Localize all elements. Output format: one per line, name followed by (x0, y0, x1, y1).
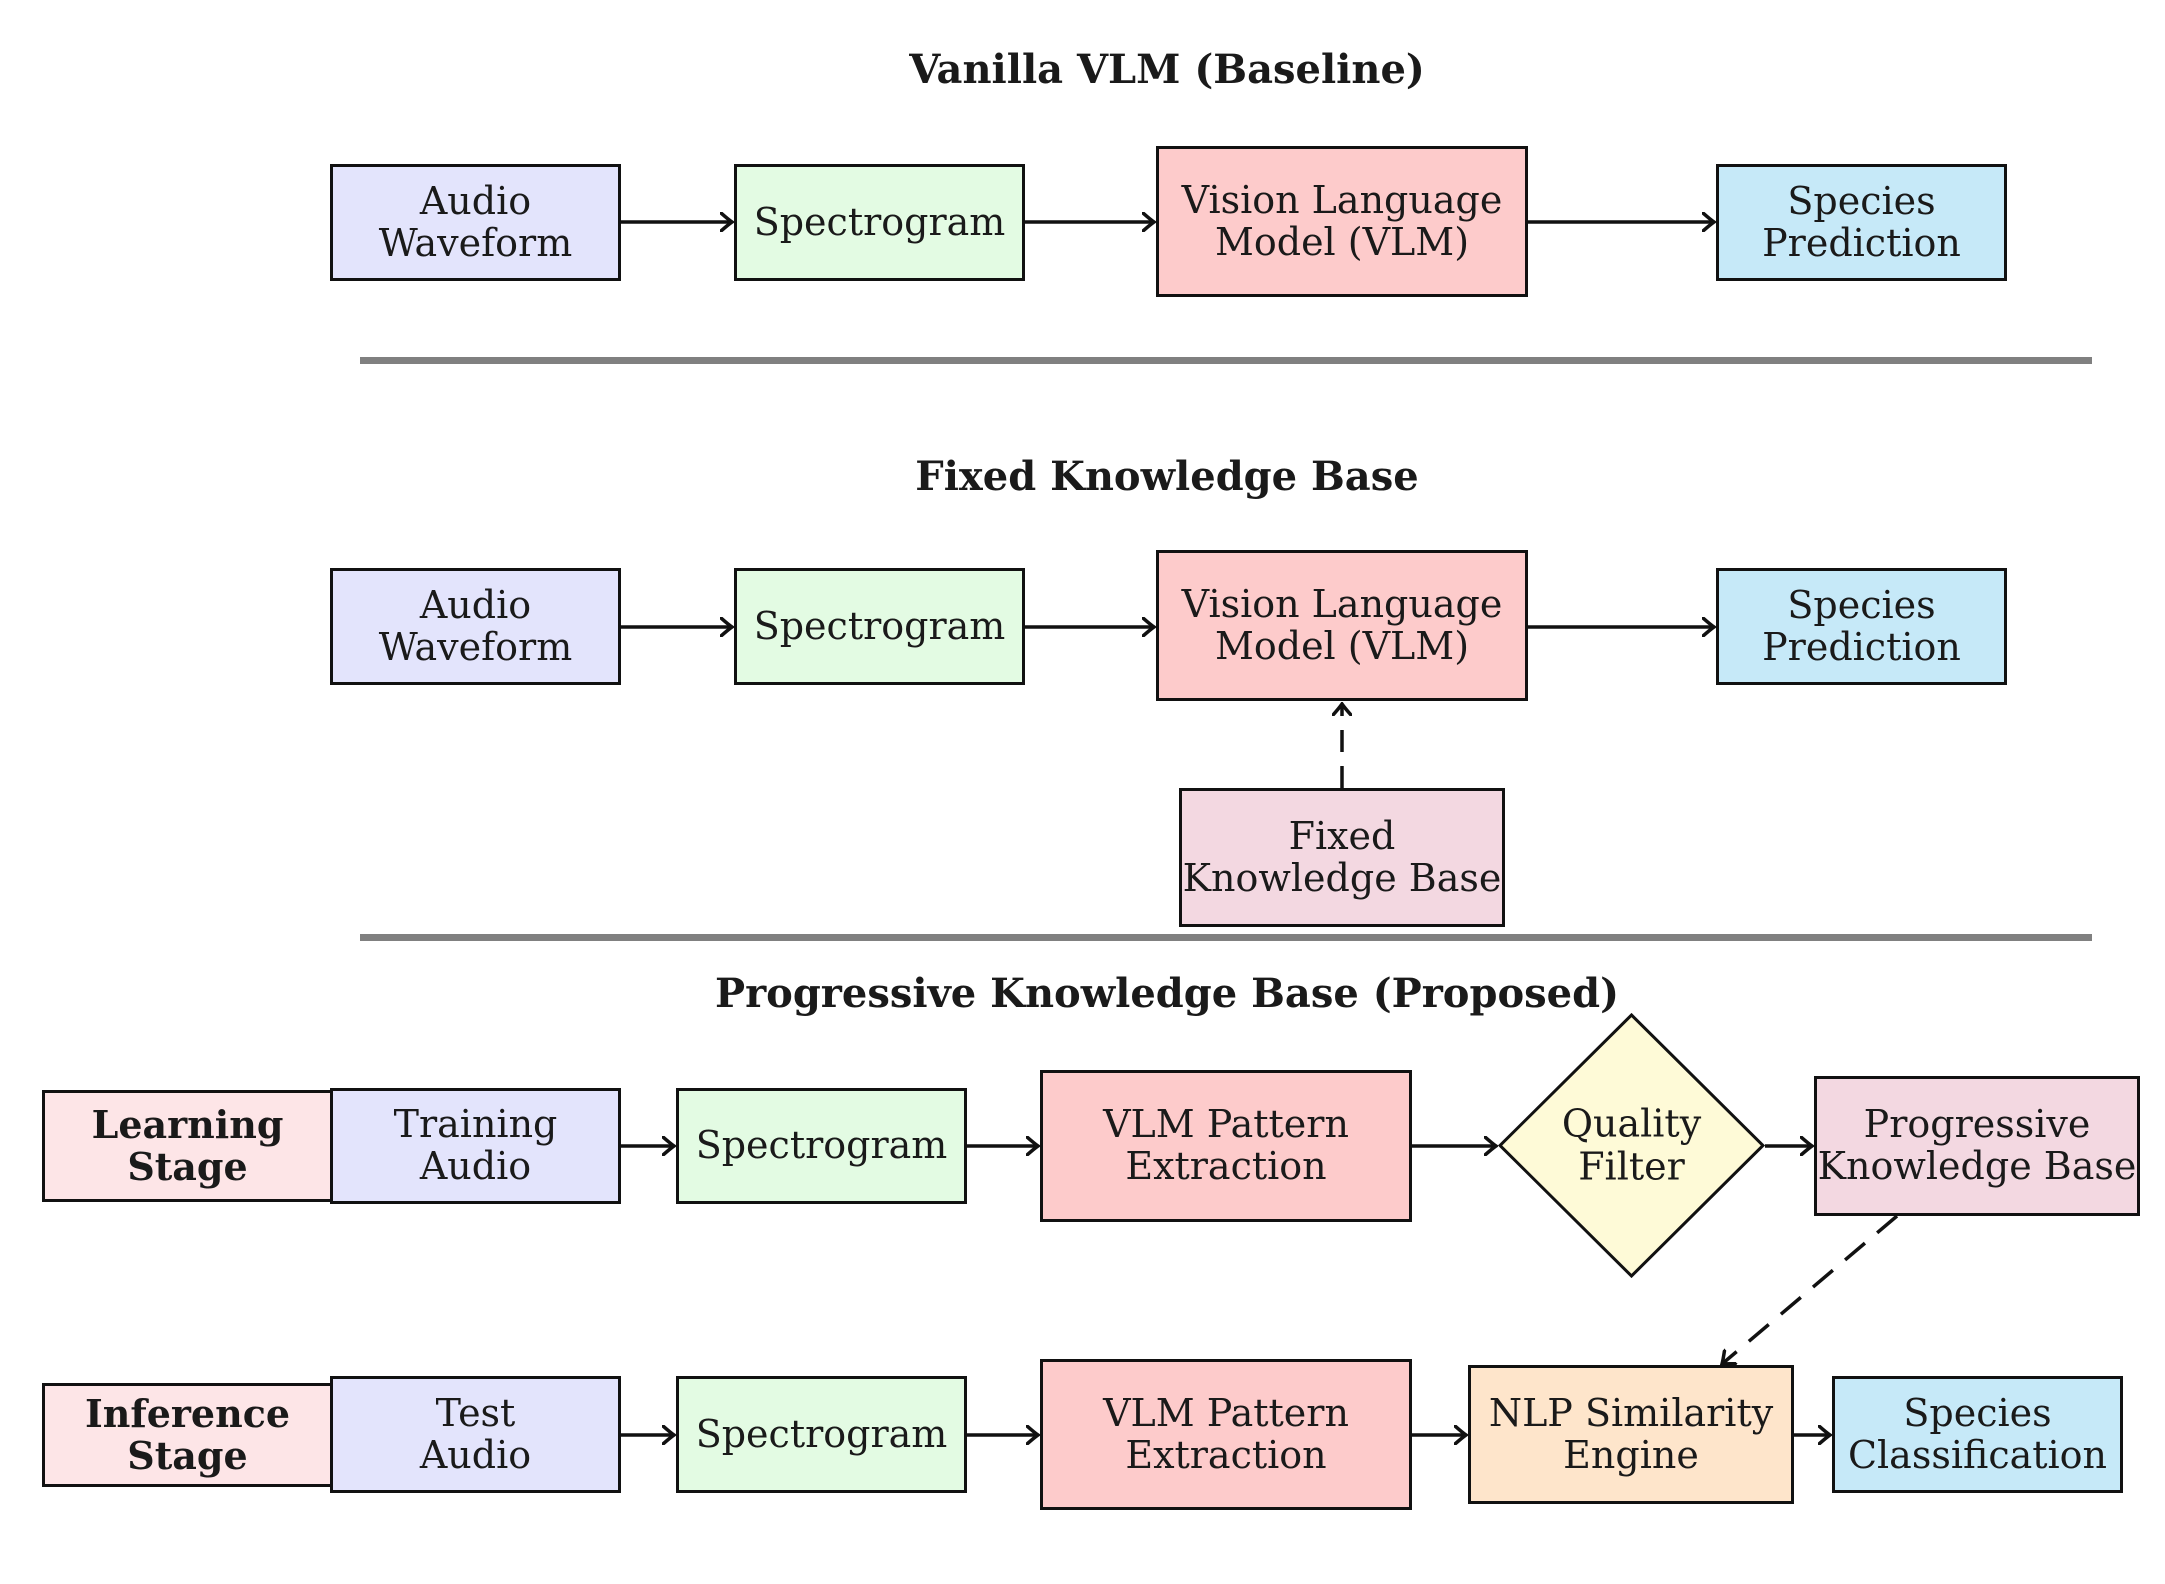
quality-filter-diamond: Quality Filter (1498, 1013, 1765, 1278)
quality-filter-label: Quality Filter (1561, 1100, 1702, 1189)
fixed-species-prediction-box: Species Prediction (1716, 568, 2007, 685)
nlp-similarity-engine-box: NLP Similarity Engine (1468, 1365, 1794, 1504)
fixed-audio-waveform-box: Audio Waveform (330, 568, 621, 685)
species-classification-box: Species Classification (1832, 1376, 2123, 1493)
baseline-vlm-box: Vision Language Model (VLM) (1156, 146, 1528, 297)
progressive-knowledge-base-box: Progressive Knowledge Base (1814, 1076, 2140, 1216)
baseline-spectrogram-box: Spectrogram (734, 164, 1025, 281)
learning-vlm-pattern-extraction-box: VLM Pattern Extraction (1040, 1070, 1412, 1222)
fixed-spectrogram-box: Spectrogram (734, 568, 1025, 685)
test-audio-box: Test Audio (330, 1376, 621, 1493)
baseline-title: Vanilla VLM (Baseline) (909, 46, 1425, 93)
section-divider-1 (360, 357, 2092, 364)
fixed-knowledge-base-box: Fixed Knowledge Base (1179, 788, 1505, 927)
baseline-audio-waveform-box: Audio Waveform (330, 164, 621, 281)
inference-stage-label: Inference Stage (42, 1383, 333, 1487)
learning-spectrogram-box: Spectrogram (676, 1088, 967, 1204)
inference-vlm-pattern-extraction-box: VLM Pattern Extraction (1040, 1359, 1412, 1510)
inference-spectrogram-box: Spectrogram (676, 1376, 967, 1493)
progressive-kb-title: Progressive Knowledge Base (Proposed) (715, 970, 1619, 1017)
fixed-kb-title: Fixed Knowledge Base (915, 453, 1419, 500)
fixed-vlm-box: Vision Language Model (VLM) (1156, 550, 1528, 701)
section-divider-2 (360, 934, 2092, 941)
learning-stage-label: Learning Stage (42, 1090, 333, 1202)
training-audio-box: Training Audio (330, 1088, 621, 1204)
arrow-knowledge-base-to-similarity-engine (1722, 1214, 1899, 1364)
baseline-species-prediction-box: Species Prediction (1716, 164, 2007, 281)
